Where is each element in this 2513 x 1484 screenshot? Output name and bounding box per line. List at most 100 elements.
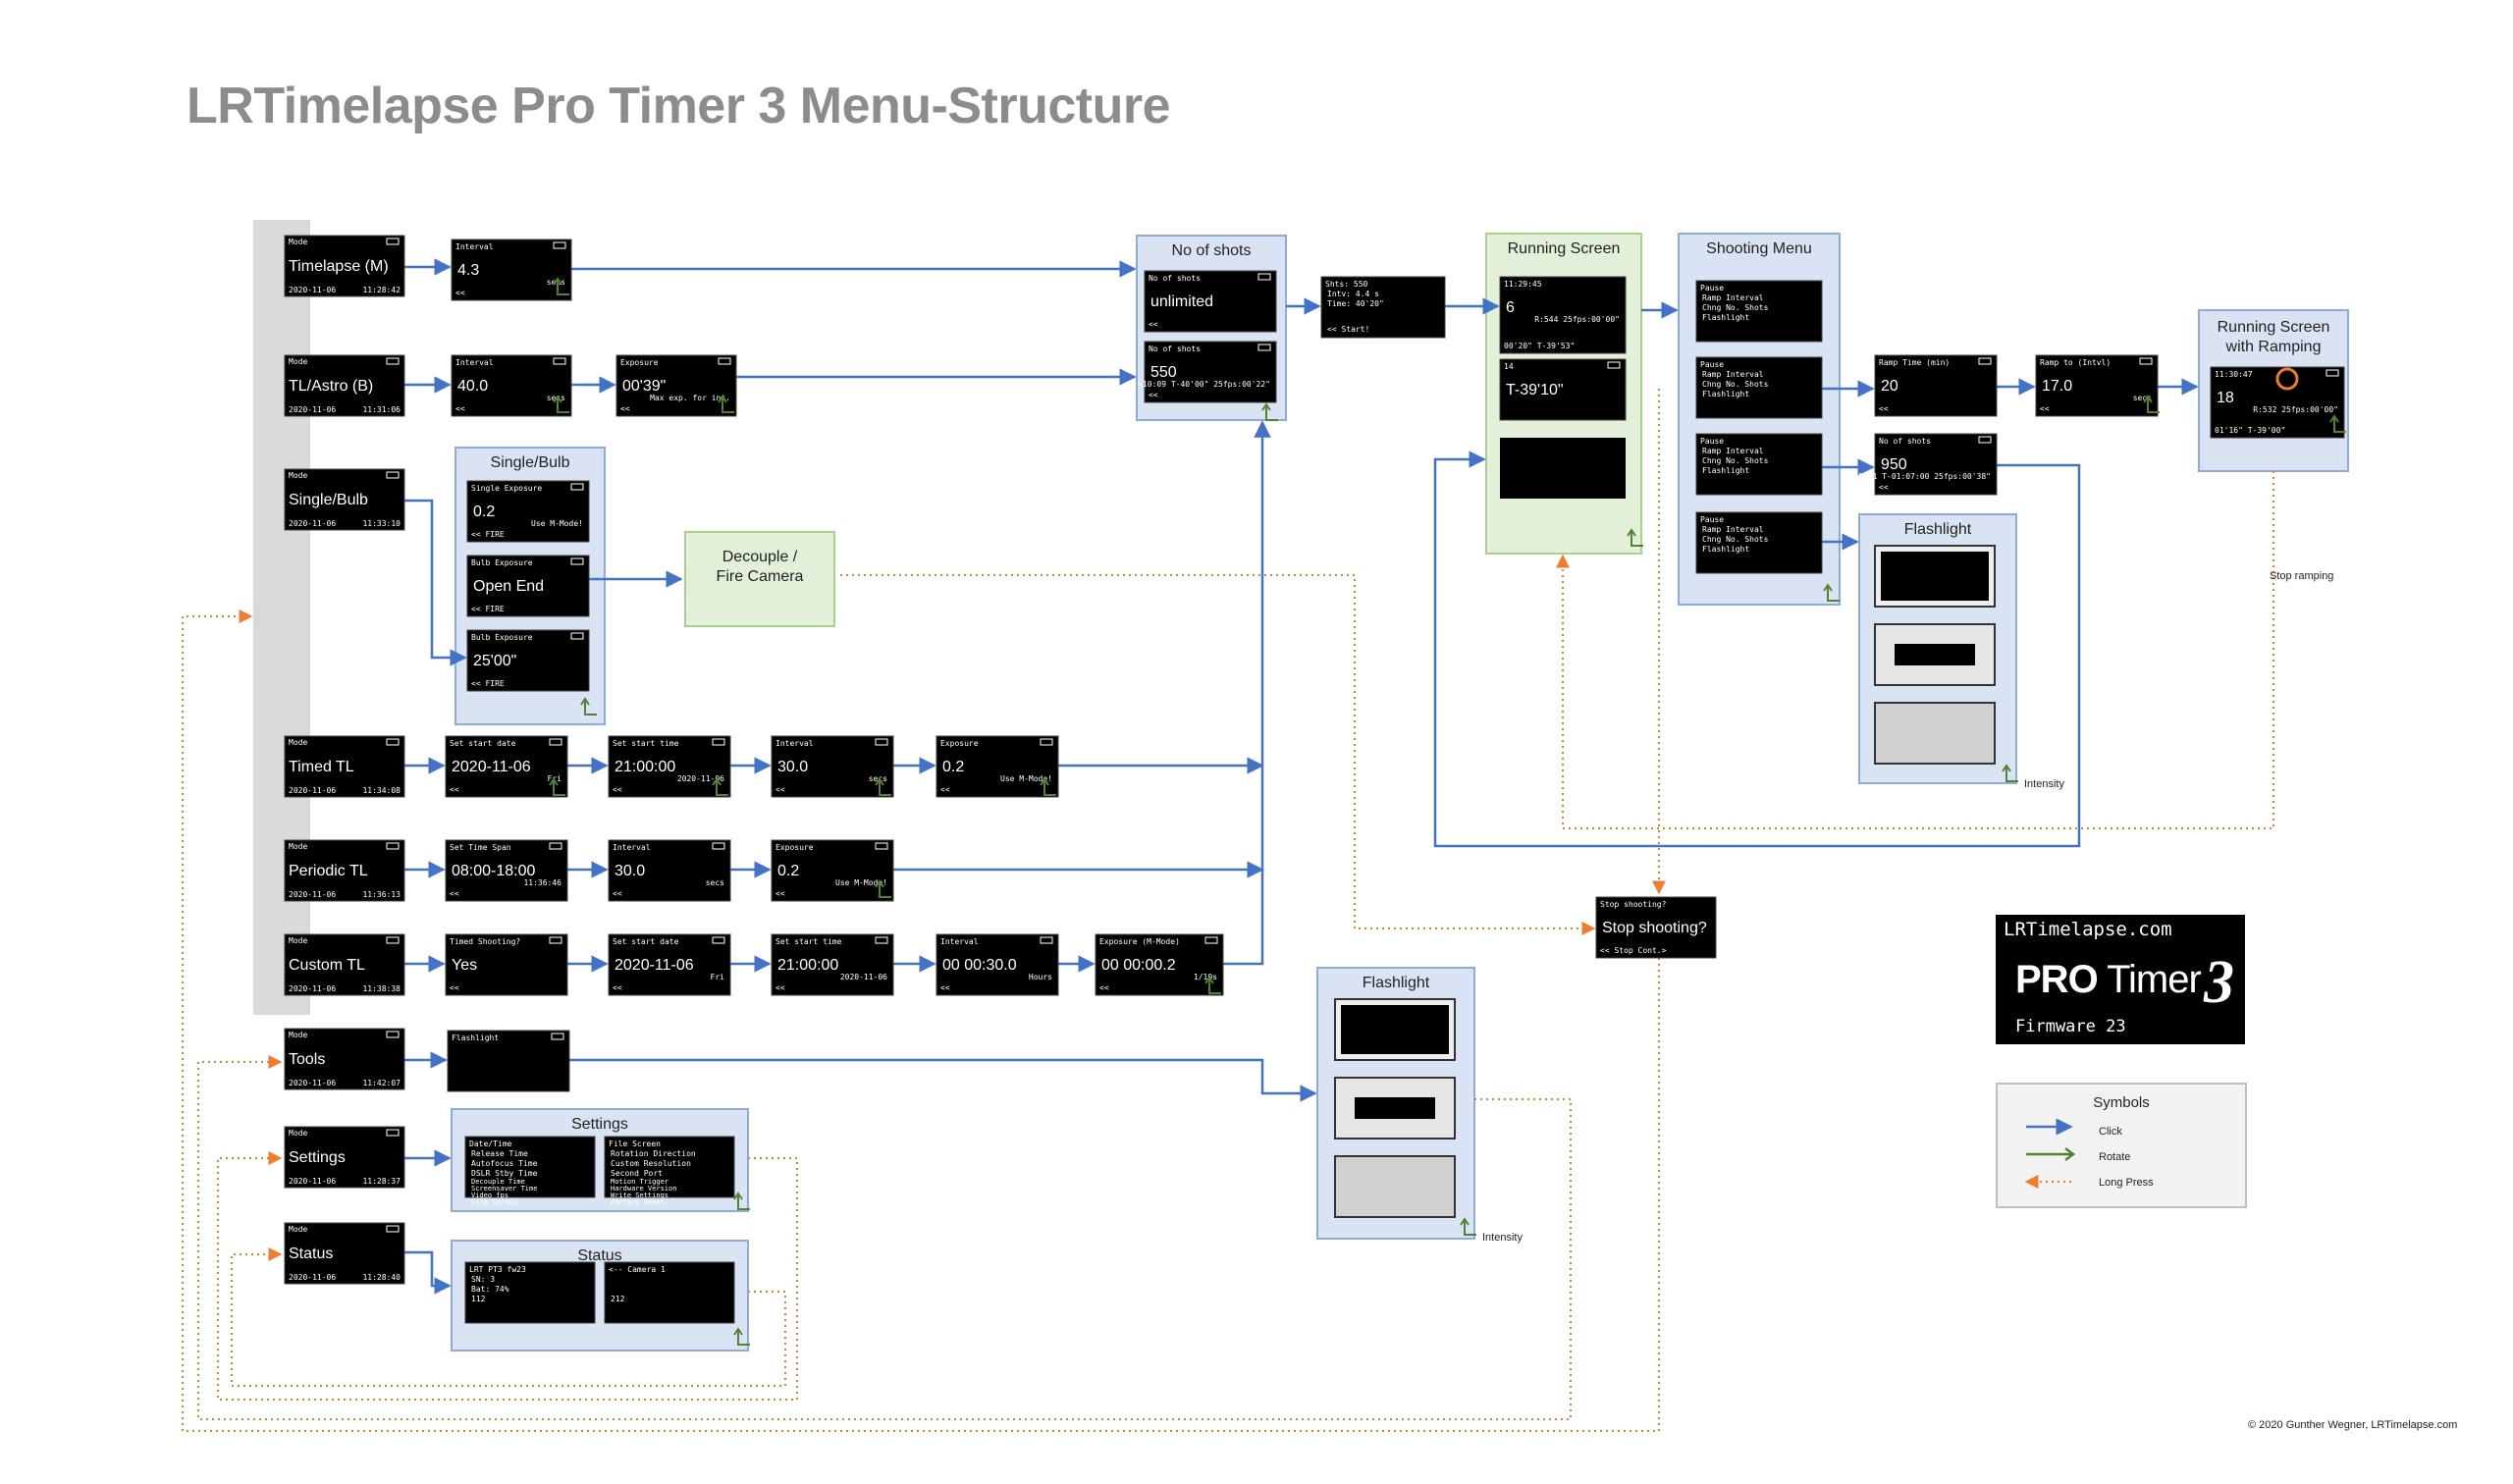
group-title: Running Screen — [2218, 319, 2330, 336]
group-title: Decouple / — [722, 549, 798, 565]
long-press-arrow — [1556, 471, 2274, 829]
svg-text:4.3: 4.3 — [457, 262, 479, 279]
svg-text:212: 212 — [611, 1295, 625, 1303]
svg-text:11:33:10: 11:33:10 — [362, 519, 401, 528]
group-title: No of shots — [1172, 242, 1252, 259]
svg-text:Exposure: Exposure — [775, 843, 814, 852]
settings-item: Video fps — [471, 1192, 508, 1199]
device-screen-32[interactable]: Stop shooting?<< Stop Cont.> — [1595, 896, 1717, 959]
svg-text:01'16" T-39'00": 01'16" T-39'00" — [2215, 426, 2285, 435]
device-screen-28[interactable]: Ramp Time (min)20<< — [1874, 354, 1998, 417]
svg-text:Ramp to (Intvl): Ramp to (Intvl) — [2040, 358, 2111, 367]
svg-text:112: 112 — [471, 1295, 486, 1303]
svg-text:<<: << — [450, 785, 459, 794]
svg-text:11:30:47: 11:30:47 — [2215, 370, 2253, 379]
svg-text:0.2: 0.2 — [942, 759, 964, 775]
svg-text:Mode: Mode — [289, 238, 307, 246]
svg-text:<<: << — [613, 785, 622, 794]
settings-item: Motion Trigger — [611, 1178, 668, 1186]
svg-text:Single/Bulb: Single/Bulb — [289, 492, 368, 508]
page-title: LRTimelapse Pro Timer 3 Menu-Structure — [187, 78, 1171, 134]
svg-text:Status: Status — [289, 1246, 333, 1262]
svg-text:950: 950 — [1881, 456, 1907, 473]
tools-flash-2 — [1334, 1155, 1456, 1218]
svg-text:Pause: Pause — [1700, 360, 1724, 369]
svg-text:Date/Time: Date/Time — [469, 1140, 512, 1148]
svg-text:Custom Resolution: Custom Resolution — [611, 1159, 691, 1168]
svg-text:0.2: 0.2 — [473, 504, 495, 520]
rotate-symbol-icon — [722, 398, 734, 413]
device-screen-19[interactable]: Exposure (M-Mode)00 00:00.21/10s<< — [1095, 933, 1224, 996]
svg-text:550: 550 — [1150, 364, 1177, 381]
device-screen-15[interactable]: Timed Shooting?Yes<< — [445, 933, 568, 996]
svg-text:6: 6 — [1506, 299, 1515, 316]
svg-text:Yes: Yes — [452, 957, 477, 974]
svg-text:No of shots: No of shots — [1149, 274, 1201, 283]
group-title: Fire Camera — [717, 568, 804, 585]
click-arrow — [1223, 420, 1271, 966]
svg-text:Bulb Exposure: Bulb Exposure — [471, 633, 533, 642]
svg-text:40.0: 40.0 — [457, 378, 488, 395]
svg-text:Interval: Interval — [775, 739, 814, 748]
svg-text:<<: << — [775, 889, 785, 898]
svg-text:Chng No. Shots: Chng No. Shots — [1702, 380, 1769, 389]
running-blank-screen — [1500, 438, 1626, 499]
device-screen-23[interactable]: 14T-39'10" — [1499, 358, 1627, 421]
group-title: Settings — [571, 1116, 628, 1133]
svg-text:2020-11-06: 2020-11-06 — [289, 1273, 336, 1282]
svg-text:SN: 3: SN: 3 — [471, 1275, 495, 1284]
svg-text:<<: << — [2040, 404, 2050, 413]
rotate-symbol-icon — [1265, 406, 1278, 421]
rotate-symbol-icon — [553, 781, 565, 796]
settings-item: Screensaver Time — [471, 1185, 537, 1192]
svg-text:TL/Astro (B): TL/Astro (B) — [289, 378, 373, 395]
device-screen-20[interactable]: Flashlight — [447, 1030, 570, 1092]
svg-text:<-- Camera 1: <-- Camera 1 — [609, 1265, 666, 1274]
logo-url: LRTimelapse.com — [2004, 919, 2172, 940]
svg-text:Ramp Interval: Ramp Interval — [1702, 370, 1764, 379]
device-screen-36[interactable]: <-- Camera 1 212 — [604, 1261, 735, 1324]
group-title: Shooting Menu — [1706, 240, 1812, 257]
svg-text:Exposure: Exposure — [620, 358, 659, 367]
